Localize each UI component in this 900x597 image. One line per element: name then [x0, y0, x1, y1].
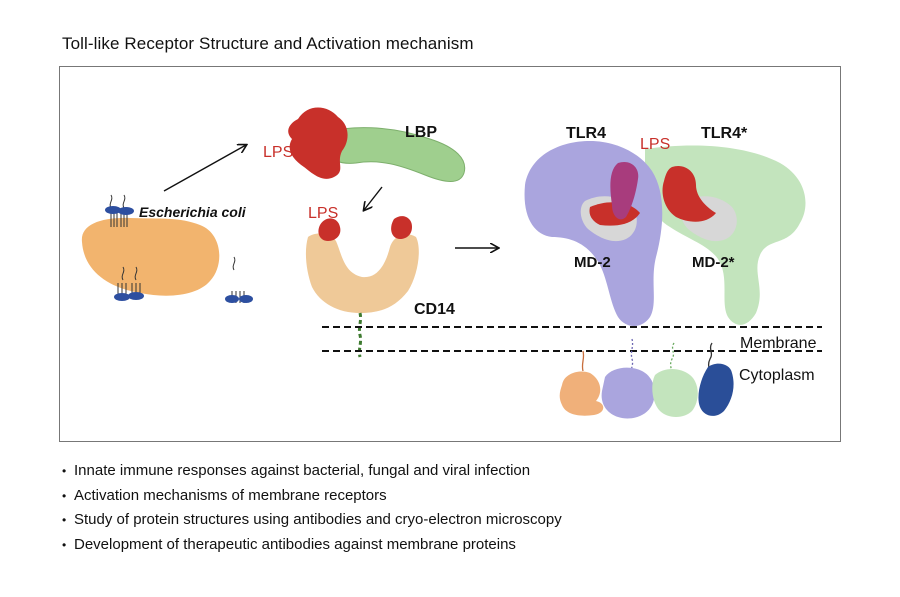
md2-label: MD-2 — [574, 254, 611, 271]
bacterium: Escherichia coli — [81, 194, 253, 303]
membrane: Membrane — [322, 326, 822, 352]
tlr-diagram-panel: Escherichia coli LPS LBP LPS CD14 — [59, 66, 841, 442]
lbp-complex: LPS LBP — [263, 107, 466, 182]
research-topics-list: Innate immune responses against bacteria… — [62, 459, 562, 557]
bacterium-label: Escherichia coli — [139, 204, 247, 220]
tlr4-label: TLR4 — [566, 125, 606, 142]
list-item: Innate immune responses against bacteria… — [62, 459, 562, 484]
cytoplasmic-domains: Cytoplasm — [559, 338, 815, 419]
lbp-label: LBP — [405, 124, 437, 141]
arrow-to-lbp — [163, 145, 246, 192]
lps-label-lbp: LPS — [263, 144, 293, 161]
tlr4-star-label: TLR4* — [701, 125, 748, 142]
cytoplasm-label: Cytoplasm — [739, 367, 815, 384]
page-title: Toll-like Receptor Structure and Activat… — [62, 34, 474, 53]
list-item: Study of protein structures using antibo… — [62, 508, 562, 533]
list-item: Development of therapeutic antibodies ag… — [62, 533, 562, 558]
membrane-label: Membrane — [740, 335, 817, 352]
md2-star-label: MD-2* — [692, 254, 735, 271]
lps-label-tlr4: LPS — [640, 136, 670, 153]
list-item: Activation mechanisms of membrane recept… — [62, 484, 562, 509]
cd14-complex: LPS CD14 — [305, 205, 455, 358]
tlr-diagram: Escherichia coli LPS LBP LPS CD14 — [81, 107, 822, 419]
cd14-label: CD14 — [414, 301, 455, 318]
lps-label-cd14: LPS — [308, 205, 338, 222]
tlr4-md2-complex: TLR4 LPS TLR4* MD-2 MD-2* — [524, 125, 806, 326]
arrow-to-cd14 — [364, 186, 383, 210]
